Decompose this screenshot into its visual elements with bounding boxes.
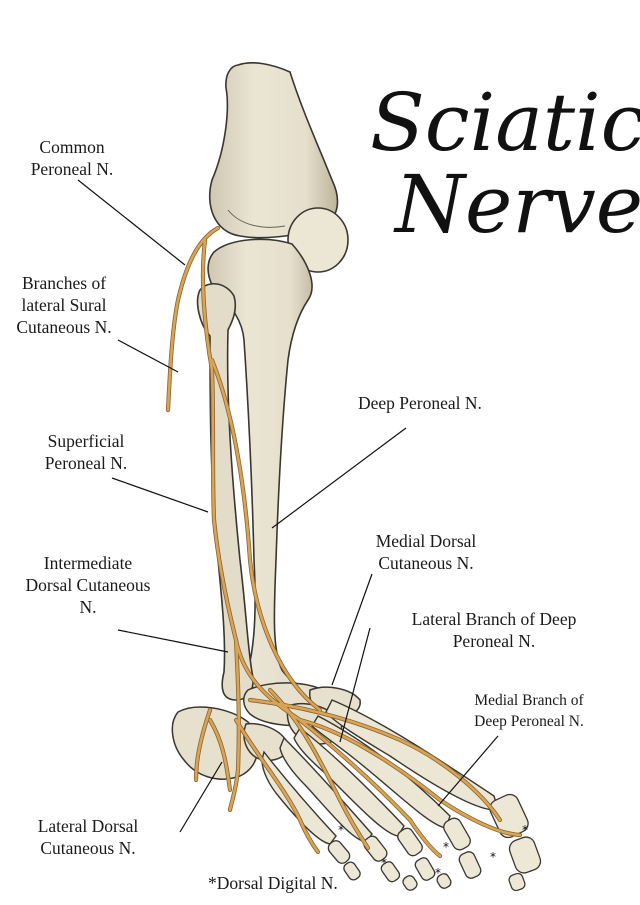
femur [208, 62, 339, 239]
svg-text:*: * [522, 823, 528, 837]
digital-nerve-markers: * * * * * * [338, 823, 528, 880]
label-deep-peroneal: Deep Peroneal N. [358, 393, 482, 413]
label-lateral-sural: Branches of lateral Sural Cutaneous N. [16, 273, 112, 337]
patella [287, 207, 349, 273]
svg-text:*: * [490, 850, 496, 864]
svg-text:*: * [338, 823, 344, 837]
title-line-1: Sciatic [370, 76, 640, 169]
label-intermediate-dorsal: Intermediate Dorsal Cutaneous N. [25, 553, 151, 617]
phalanges [327, 793, 542, 892]
label-common-peroneal: Common Peroneal N. [30, 137, 114, 179]
label-lateral-branch-deep: Lateral Branch of Deep Peroneal N. [411, 609, 577, 651]
title-line-2: Nerve [393, 158, 640, 251]
label-dorsal-digital: *Dorsal Digital N. [208, 873, 338, 893]
nerves [165, 225, 523, 859]
svg-text:*: * [381, 856, 387, 870]
label-medial-branch-deep: Medial Branch of Deep Peroneal N. [474, 692, 584, 730]
leader-lines [77, 179, 499, 833]
label-medial-dorsal: Medial Dorsal Cutaneous N. [375, 531, 477, 573]
label-superficial-peroneal: Superficial Peroneal N. [44, 431, 128, 473]
svg-text:*: * [435, 866, 441, 880]
title-script: Sciatic Nerve [370, 76, 640, 251]
label-lateral-dorsal: Lateral Dorsal Cutaneous N. [37, 816, 139, 858]
svg-text:*: * [443, 840, 449, 854]
